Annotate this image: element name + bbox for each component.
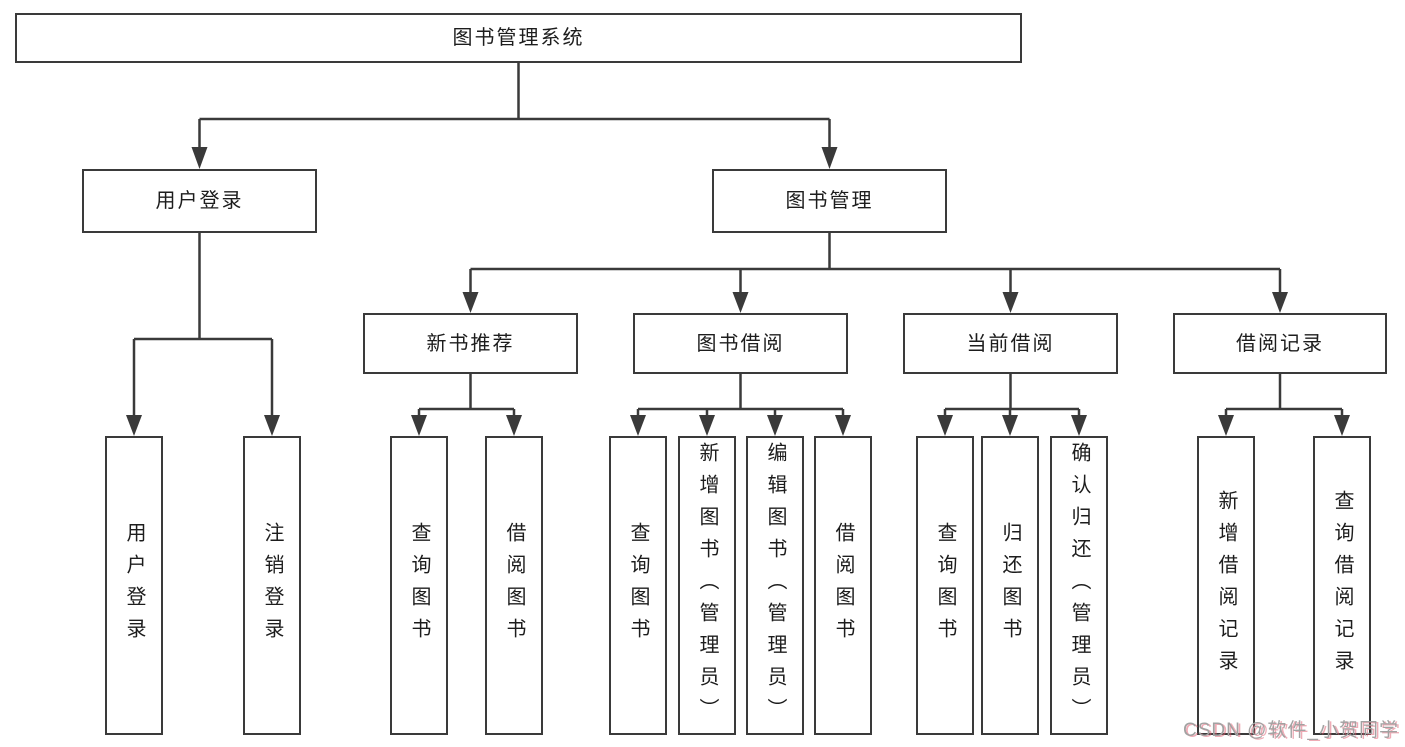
leaf-add-borrow-record: 新增借阅记录 xyxy=(1197,436,1255,735)
leaf-borrow-query-book: 查询图书 xyxy=(609,436,667,735)
leaf-borrow-add-book-admin: 新增图书（管理员） xyxy=(678,436,736,735)
leaf-recommend-borrow-book: 借阅图书 xyxy=(485,436,543,735)
node-new-book-recommend: 新书推荐 xyxy=(363,313,578,374)
leaf-current-confirm-return-admin: 确认归还（管理员） xyxy=(1050,436,1108,735)
leaf-recommend-query-book: 查询图书 xyxy=(390,436,448,735)
leaf-query-borrow-record: 查询借阅记录 xyxy=(1313,436,1371,735)
leaf-borrow-borrow-book: 借阅图书 xyxy=(814,436,872,735)
node-book-management: 图书管理 xyxy=(712,169,947,233)
connector-path xyxy=(132,63,1344,418)
node-book-borrow: 图书借阅 xyxy=(633,313,848,374)
leaf-current-query-book: 查询图书 xyxy=(916,436,974,735)
node-borrow-records: 借阅记录 xyxy=(1173,313,1387,374)
leaf-current-return-book: 归还图书 xyxy=(981,436,1039,735)
csdn-watermark: CSDN @软件_小贺同学 xyxy=(1183,720,1399,741)
node-user-login: 用户登录 xyxy=(82,169,317,233)
node-current-borrow: 当前借阅 xyxy=(903,313,1118,374)
node-root: 图书管理系统 xyxy=(15,13,1022,63)
leaf-logout: 注销登录 xyxy=(243,436,301,735)
leaf-user-login: 用户登录 xyxy=(105,436,163,735)
leaf-borrow-edit-book-admin: 编辑图书（管理员） xyxy=(746,436,804,735)
